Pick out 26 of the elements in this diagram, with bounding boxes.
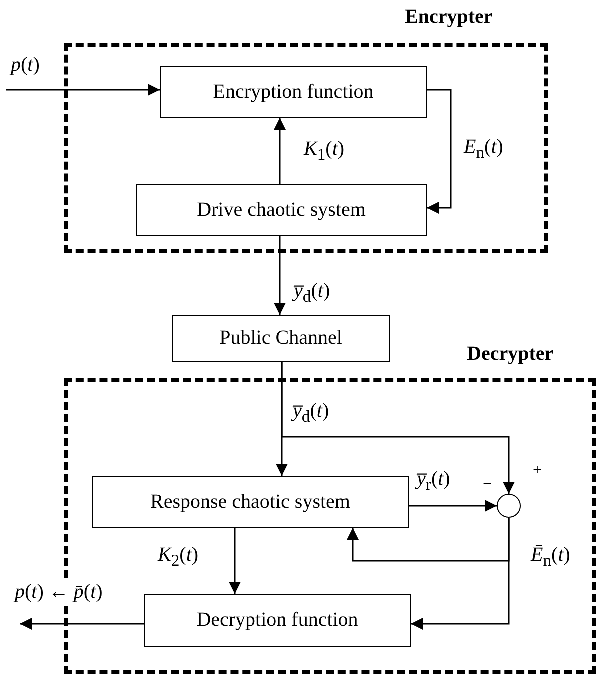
box-text: Public Channel: [220, 327, 342, 350]
arrow: [409, 500, 497, 512]
box-text: Response chaotic system: [150, 490, 350, 514]
edge-label: p(t): [10, 54, 41, 76]
process-box: [92, 476, 409, 528]
arrow: [20, 618, 144, 630]
edge-label: p(t) ← p̄(t): [14, 581, 104, 603]
box-text: Encryption function: [213, 80, 374, 104]
arrow: [274, 118, 286, 184]
group-heading: Decrypter: [467, 343, 554, 366]
sign-label: −: [483, 477, 492, 493]
box-text: Drive chaotic system: [197, 198, 366, 222]
group-heading: Encrypter: [405, 6, 493, 29]
process-box: [172, 315, 390, 362]
summing-junction-circle: [497, 494, 521, 518]
process-box: [136, 184, 427, 236]
arrow: [427, 89, 452, 214]
arrow: [229, 528, 241, 594]
arrow: [411, 518, 510, 630]
process-box: [160, 66, 427, 118]
arrow: [281, 362, 515, 494]
box-text: Decryption function: [196, 609, 358, 632]
arrow: [6, 84, 160, 96]
arrow: [274, 236, 286, 315]
sign-label: +: [533, 463, 542, 479]
process-box: [144, 594, 411, 647]
